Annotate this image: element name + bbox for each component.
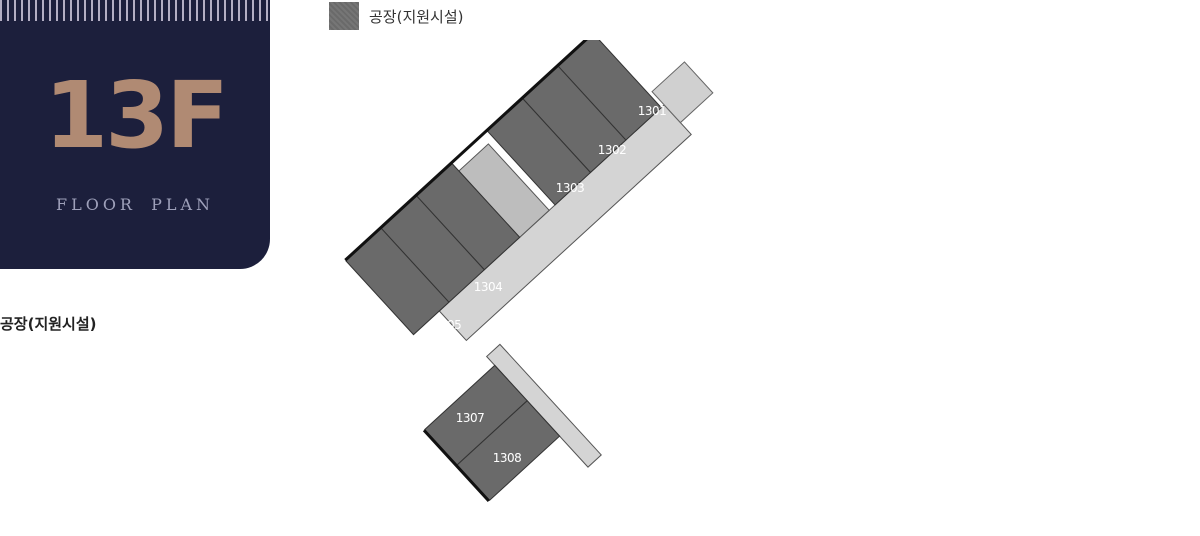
legend-label: 공장(지원시설) <box>369 7 464 26</box>
unit-label: 1306 <box>392 359 421 373</box>
unit-label: 1304 <box>474 280 503 294</box>
floor-plan-diagram: 1301 1302 1303 1304 1305 1306 1307 1308 <box>344 40 714 503</box>
floor-card: 13F FLOOR PLAN <box>0 0 270 269</box>
lower-wing <box>422 343 602 503</box>
stair-core-upper <box>651 61 714 124</box>
decorative-ticks <box>0 0 270 21</box>
unit-label: 1307 <box>456 411 485 425</box>
facade-line <box>344 40 595 262</box>
unit-label: 1303 <box>556 181 585 195</box>
upper-wing <box>344 40 714 342</box>
unit-label: 1301 <box>638 104 667 118</box>
unit-label: 1302 <box>598 143 627 157</box>
floor-plan-subtitle: FLOOR PLAN <box>55 195 215 214</box>
legend: 공장(지원시설) <box>329 1 464 31</box>
floor-number: 13F <box>44 62 229 169</box>
usage-label: 공장(지원시설) <box>0 315 97 333</box>
unit-label: 1305 <box>433 318 462 332</box>
unit-label: 1308 <box>493 451 522 465</box>
legend-swatch <box>329 2 359 30</box>
facade-line <box>422 429 490 503</box>
